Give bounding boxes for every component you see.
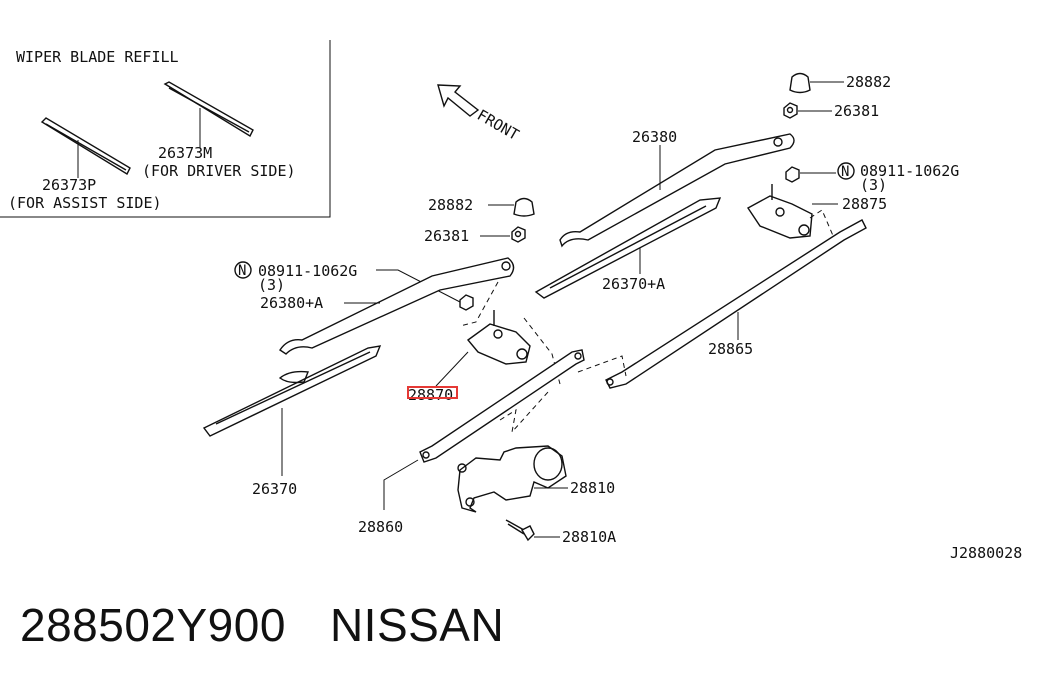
refill-assist-note: (FOR ASSIST SIDE) (8, 194, 162, 212)
refill-inset: WIPER BLADE REFILL 26373M (FOR DRIVER SI… (0, 40, 331, 218)
footer: 288502Y900 NISSAN (20, 598, 504, 652)
leader-pivot-left (435, 351, 469, 387)
callout-bolt: 28810A (562, 528, 616, 546)
callout-blade-right: 26370+A (602, 275, 665, 293)
wiper-blade-left[interactable] (202, 345, 382, 437)
leader-link-short (383, 459, 419, 510)
wiper-arm-left[interactable] (279, 257, 515, 355)
leader-nut-n-left (376, 269, 461, 303)
cap-right[interactable] (789, 72, 811, 94)
callout-nut-n-left: 08911-1062G (258, 262, 357, 280)
callout-arm-left: 26380+A (260, 294, 323, 312)
front-label: FRONT (474, 106, 522, 144)
refill-driver-part: 26373M (158, 144, 212, 162)
link-rod-long[interactable] (605, 219, 867, 389)
pivot-left[interactable] (466, 310, 531, 365)
callout-motor: 28810 (570, 479, 615, 497)
callout-pivot-left: 28870 (408, 386, 453, 404)
callout-nut-right: 26381 (834, 102, 879, 120)
nut-left[interactable] (511, 226, 526, 243)
refill-strip-assist[interactable] (40, 117, 131, 175)
dash-pivot-right (809, 209, 835, 239)
footer-brand: NISSAN (329, 599, 505, 651)
front-arrow-icon (437, 84, 480, 117)
highlight-box (407, 386, 458, 399)
n-marker-right: N (837, 162, 855, 180)
callout-nut-n-right: 08911-1062G (860, 162, 959, 180)
svg-text:N: N (238, 263, 246, 279)
nut-right[interactable] (783, 102, 798, 119)
flange-nut-right[interactable] (785, 166, 800, 183)
callout-cap-left: 28882 (428, 196, 473, 214)
dash-link-short (499, 391, 549, 434)
dash-link-long (577, 355, 627, 377)
flange-nut-left[interactable] (459, 294, 474, 311)
callout-nut-n-left-qty: (3) (258, 276, 285, 294)
wiper-motor[interactable] (457, 445, 567, 513)
callout-nut-left: 26381 (424, 227, 469, 245)
callout-link-short: 28860 (358, 518, 403, 536)
refill-strip-driver[interactable] (163, 81, 254, 137)
pivot-right[interactable] (746, 184, 813, 239)
callout-blade-left: 26370 (252, 480, 297, 498)
inset-border (0, 40, 331, 218)
link-rod-short[interactable] (419, 349, 585, 463)
callout-link-long: 28865 (708, 340, 753, 358)
refill-driver-note: (FOR DRIVER SIDE) (142, 162, 296, 180)
callout-pivot-right: 28875 (842, 195, 887, 213)
inset-title: WIPER BLADE REFILL (16, 48, 179, 66)
n-marker-left: N (234, 261, 252, 279)
footer-part-number: 288502Y900 (20, 599, 286, 651)
callout-arm-right: 26380 (632, 128, 677, 146)
dash-pivot-left (459, 281, 499, 327)
svg-text:N: N (841, 164, 849, 180)
cap-left[interactable] (513, 197, 535, 217)
bolt[interactable] (505, 519, 535, 542)
wiper-arm-right[interactable] (559, 133, 795, 248)
wiper-blade-right[interactable] (534, 197, 722, 299)
refill-assist-part: 26373P (42, 176, 96, 194)
diagram-id: J2880028 (950, 544, 1022, 562)
callout-nut-n-right-qty: (3) (860, 176, 887, 194)
callout-cap-right: 28882 (846, 73, 891, 91)
